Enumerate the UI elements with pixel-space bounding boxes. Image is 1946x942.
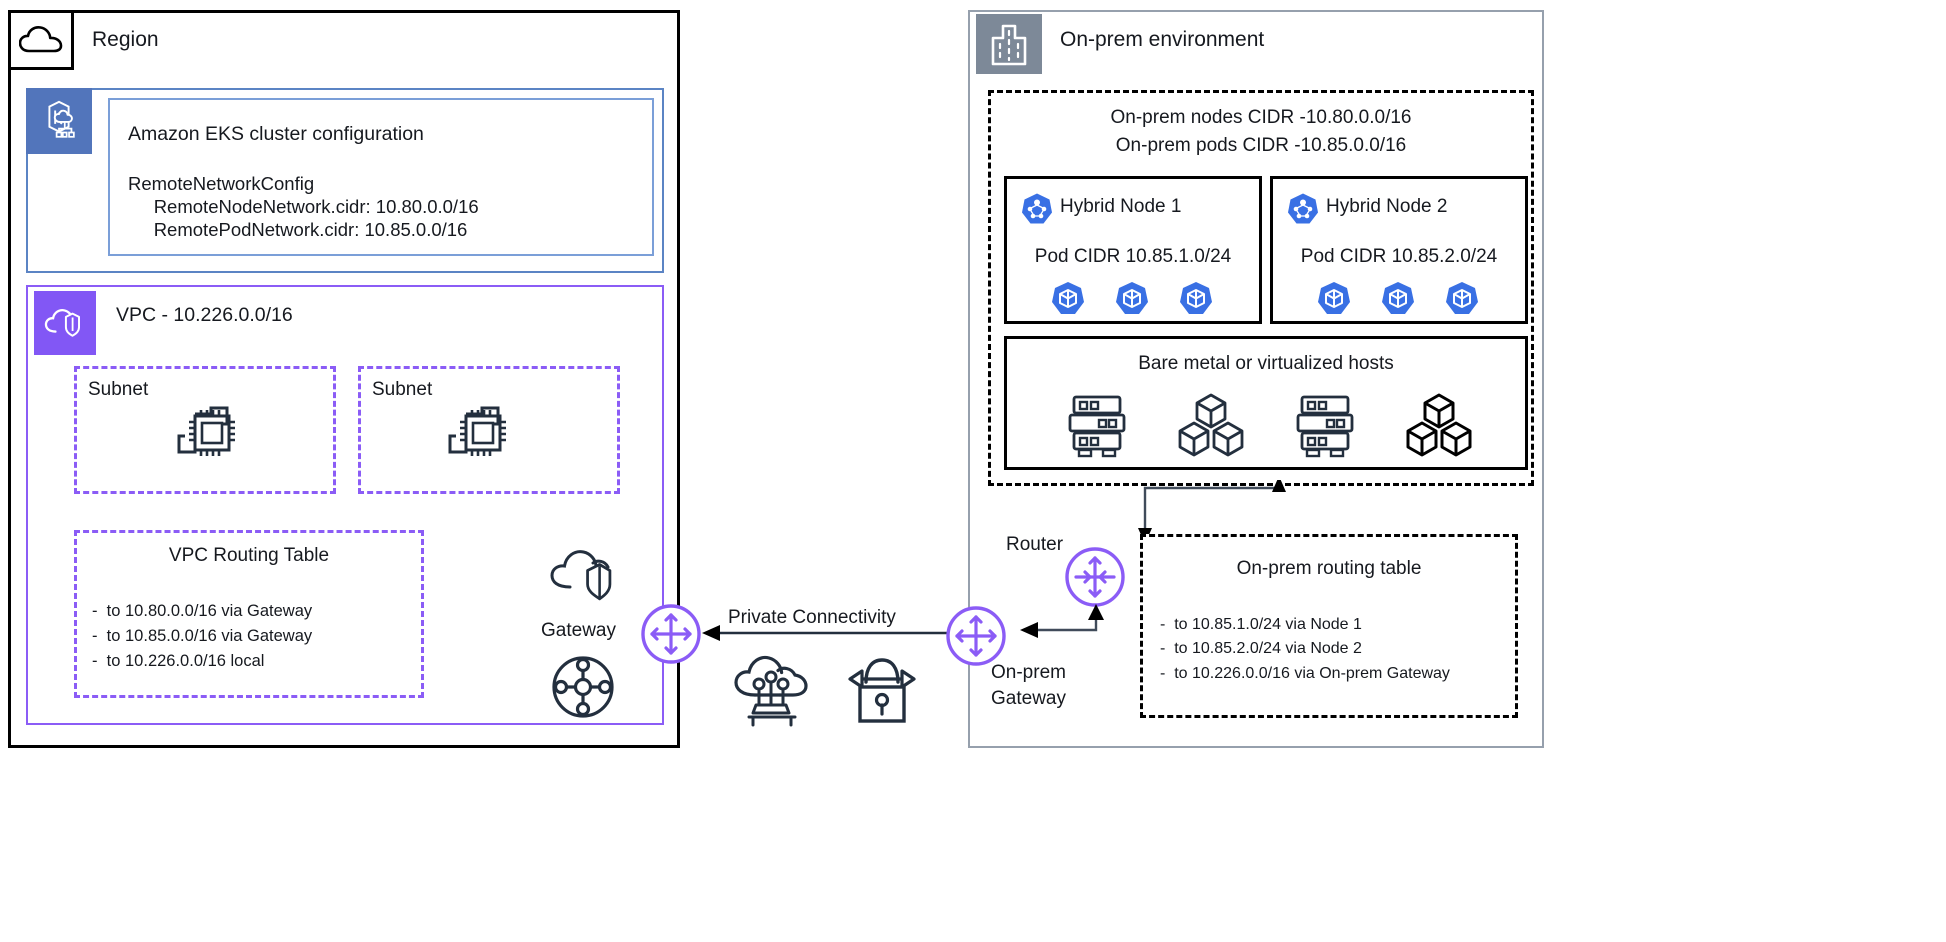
router-arrows-icon: [1064, 546, 1126, 613]
onprem-routing-table-rows: - to 10.85.1.0/24 via Node 1 - to 10.85.…: [1160, 616, 1450, 682]
gateway-to-router-connector: [1018, 600, 1138, 675]
hybrid-node-2-pods: [1316, 280, 1480, 321]
bare-metal-hosts-title: Bare metal or virtualized hosts: [1138, 353, 1394, 374]
ec2-instances-icon: [175, 400, 251, 479]
subnet-2-label: Subnet: [372, 379, 433, 400]
hybrid-node-1-title: Hybrid Node 1: [1060, 196, 1182, 217]
pod-icon: [1178, 280, 1214, 321]
vpc-routing-table-container: [74, 530, 424, 698]
onprem-environment-title: On-prem environment: [1060, 28, 1265, 51]
eks-config-title: Amazon EKS cluster configuration: [128, 123, 424, 145]
hybrid-node-2-pod-cidr: Pod CIDR 10.85.2.0/24: [1300, 246, 1498, 267]
subnet-1-container: [74, 366, 336, 494]
vpn-lock-icon: [840, 646, 924, 735]
pod-icon: [1380, 280, 1416, 321]
corporate-datacenter-icon: [976, 14, 1042, 74]
pod-icon: [1444, 280, 1480, 321]
pod-icon: [1050, 280, 1086, 321]
kubernetes-node-icon: [1020, 192, 1054, 231]
vpc-gateway-label: Gateway: [541, 620, 616, 641]
eks-config-inner-box: [108, 98, 654, 256]
server-rack-icon: [1294, 393, 1356, 464]
vpc-routing-table-title: VPC Routing Table: [168, 545, 330, 566]
router-label: Router: [1006, 534, 1064, 555]
vpc-title: VPC - 10.226.0.0/16: [116, 304, 293, 326]
hybrid-node-1-pod-cidr: Pod CIDR 10.85.1.0/24: [1034, 246, 1232, 267]
onprem-routing-table-container: [1140, 534, 1518, 718]
subnet-2-container: [358, 366, 620, 494]
private-connectivity-label: Private Connectivity: [728, 607, 896, 628]
vpc-shield-cloud-icon: [34, 291, 96, 355]
container-cubes-icon: [1404, 392, 1474, 465]
kubernetes-node-icon: [1286, 192, 1320, 231]
onprem-cidr-text: On-prem nodes CIDR -10.80.0.0/16 On-prem…: [1110, 107, 1412, 156]
aws-direct-connect-icon: [731, 651, 813, 736]
subnet-1-label: Subnet: [88, 379, 149, 400]
server-rack-icon: [1066, 393, 1128, 464]
onprem-gateway-label: On-prem Gateway: [991, 662, 1066, 709]
gateway-node-arrows-icon: [945, 605, 1007, 672]
vpc-routing-table-rows: - to 10.80.0.0/16 via Gateway - to 10.85…: [92, 602, 313, 671]
region-title: Region: [92, 28, 159, 51]
eks-remote-network-config: RemoteNetworkConfig RemoteNodeNetwork.ci…: [128, 173, 479, 241]
site-to-site-vpn-icon: [548, 543, 620, 614]
region-cloud-icon: [8, 10, 74, 70]
onprem-routing-table-title: On-prem routing table: [1236, 558, 1422, 579]
direct-connect-gateway-icon: [550, 654, 616, 725]
ec2-instances-icon: [446, 400, 522, 479]
pod-icon: [1316, 280, 1352, 321]
hybrid-node-2-title: Hybrid Node 2: [1326, 196, 1448, 217]
container-cubes-icon: [1176, 392, 1246, 465]
gateway-node-arrows-icon: [640, 603, 702, 670]
amazon-eks-icon: [26, 88, 92, 154]
pod-icon: [1114, 280, 1150, 321]
bare-metal-hosts-icons: [1066, 392, 1474, 465]
hybrid-node-1-pods: [1050, 280, 1214, 321]
